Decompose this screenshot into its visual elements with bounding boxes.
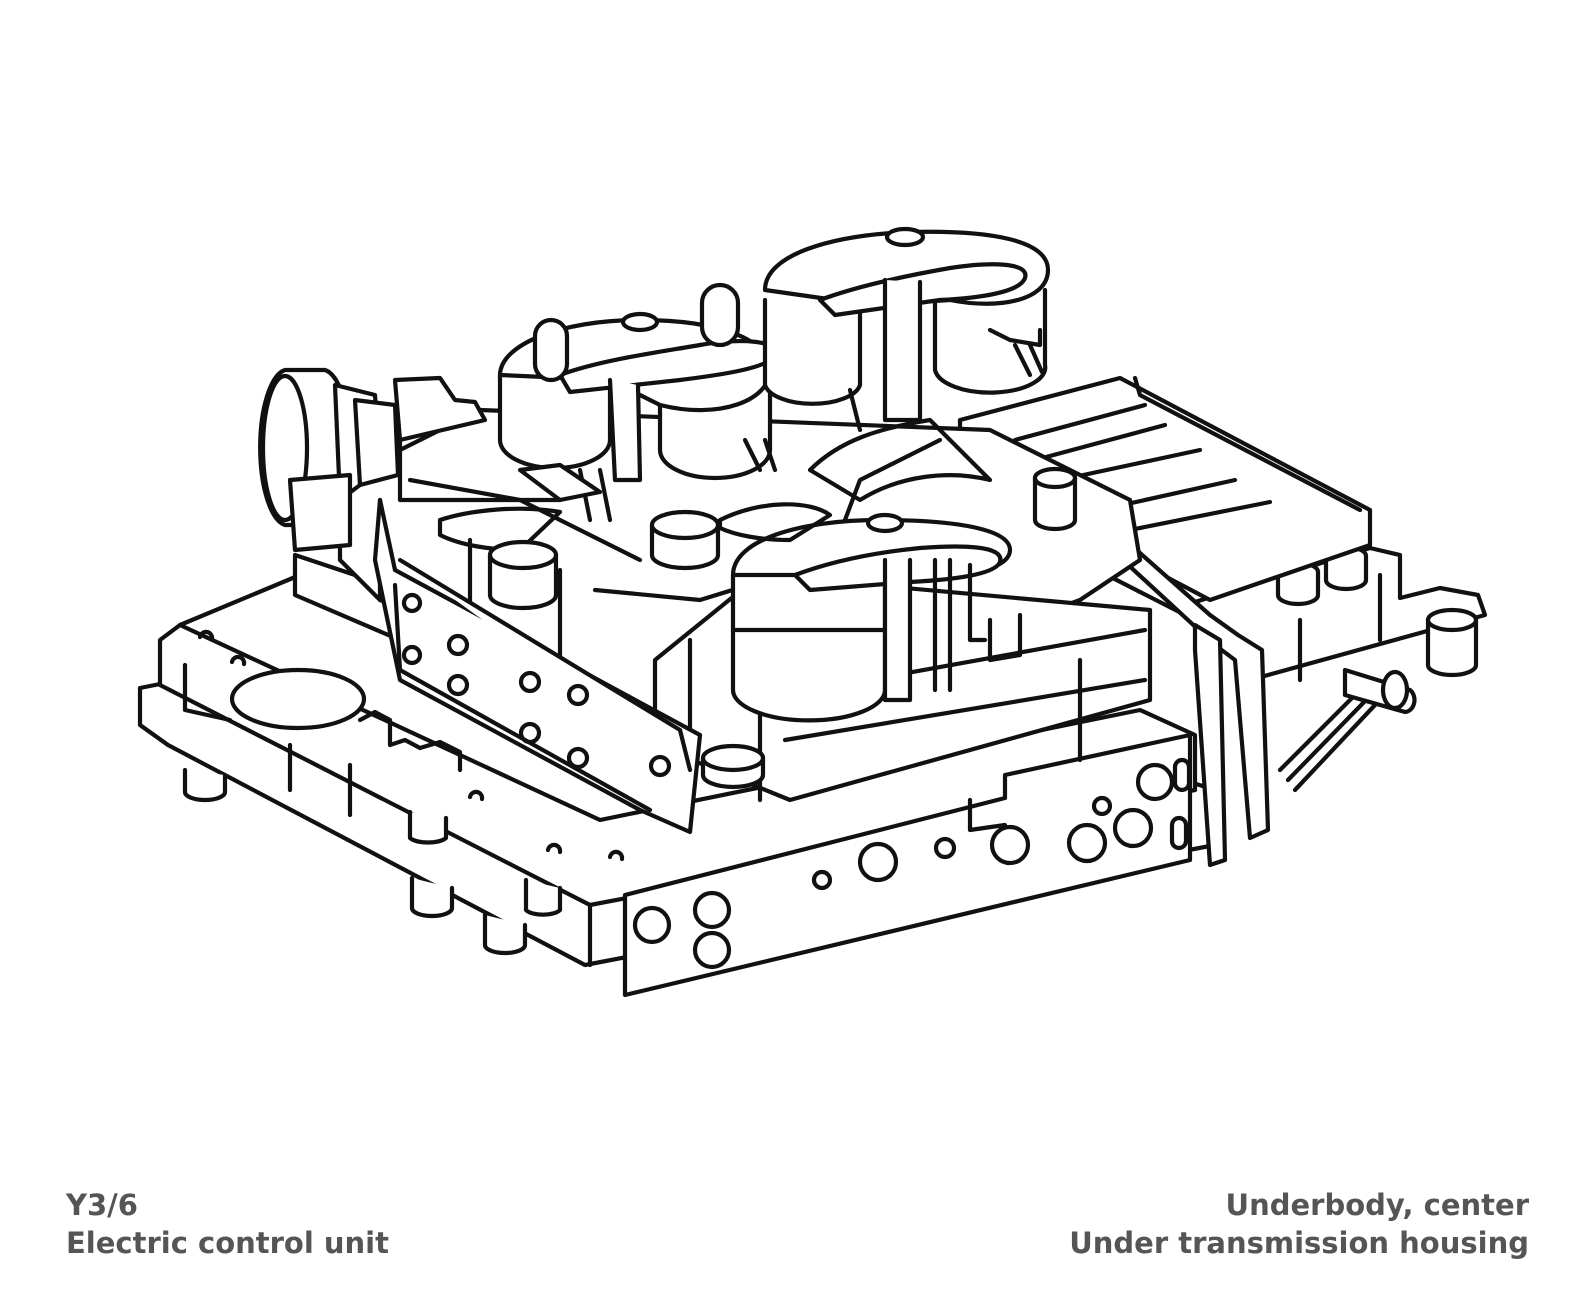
center-cutouts — [437, 417, 993, 553]
location-area: Underbody, center — [1225, 1188, 1529, 1222]
left-connector-plug — [258, 367, 563, 553]
solenoid-top-left — [497, 282, 778, 523]
left-bolt-bar — [372, 497, 703, 835]
location-caption: Underbody, center Under transmission hou… — [1069, 1186, 1529, 1262]
component-code: Y3/6 — [66, 1188, 138, 1222]
solenoid-top-right — [762, 226, 1051, 433]
component-name: Electric control unit — [66, 1226, 389, 1260]
bottom-feet — [182, 767, 563, 956]
bolt-cylinders — [487, 466, 1078, 790]
location-detail: Under transmission housing — [1069, 1226, 1529, 1260]
component-caption: Y3/6 Electric control unit — [66, 1186, 389, 1262]
solenoid-center-front — [730, 512, 1013, 723]
front-connector-strip — [622, 732, 1193, 998]
